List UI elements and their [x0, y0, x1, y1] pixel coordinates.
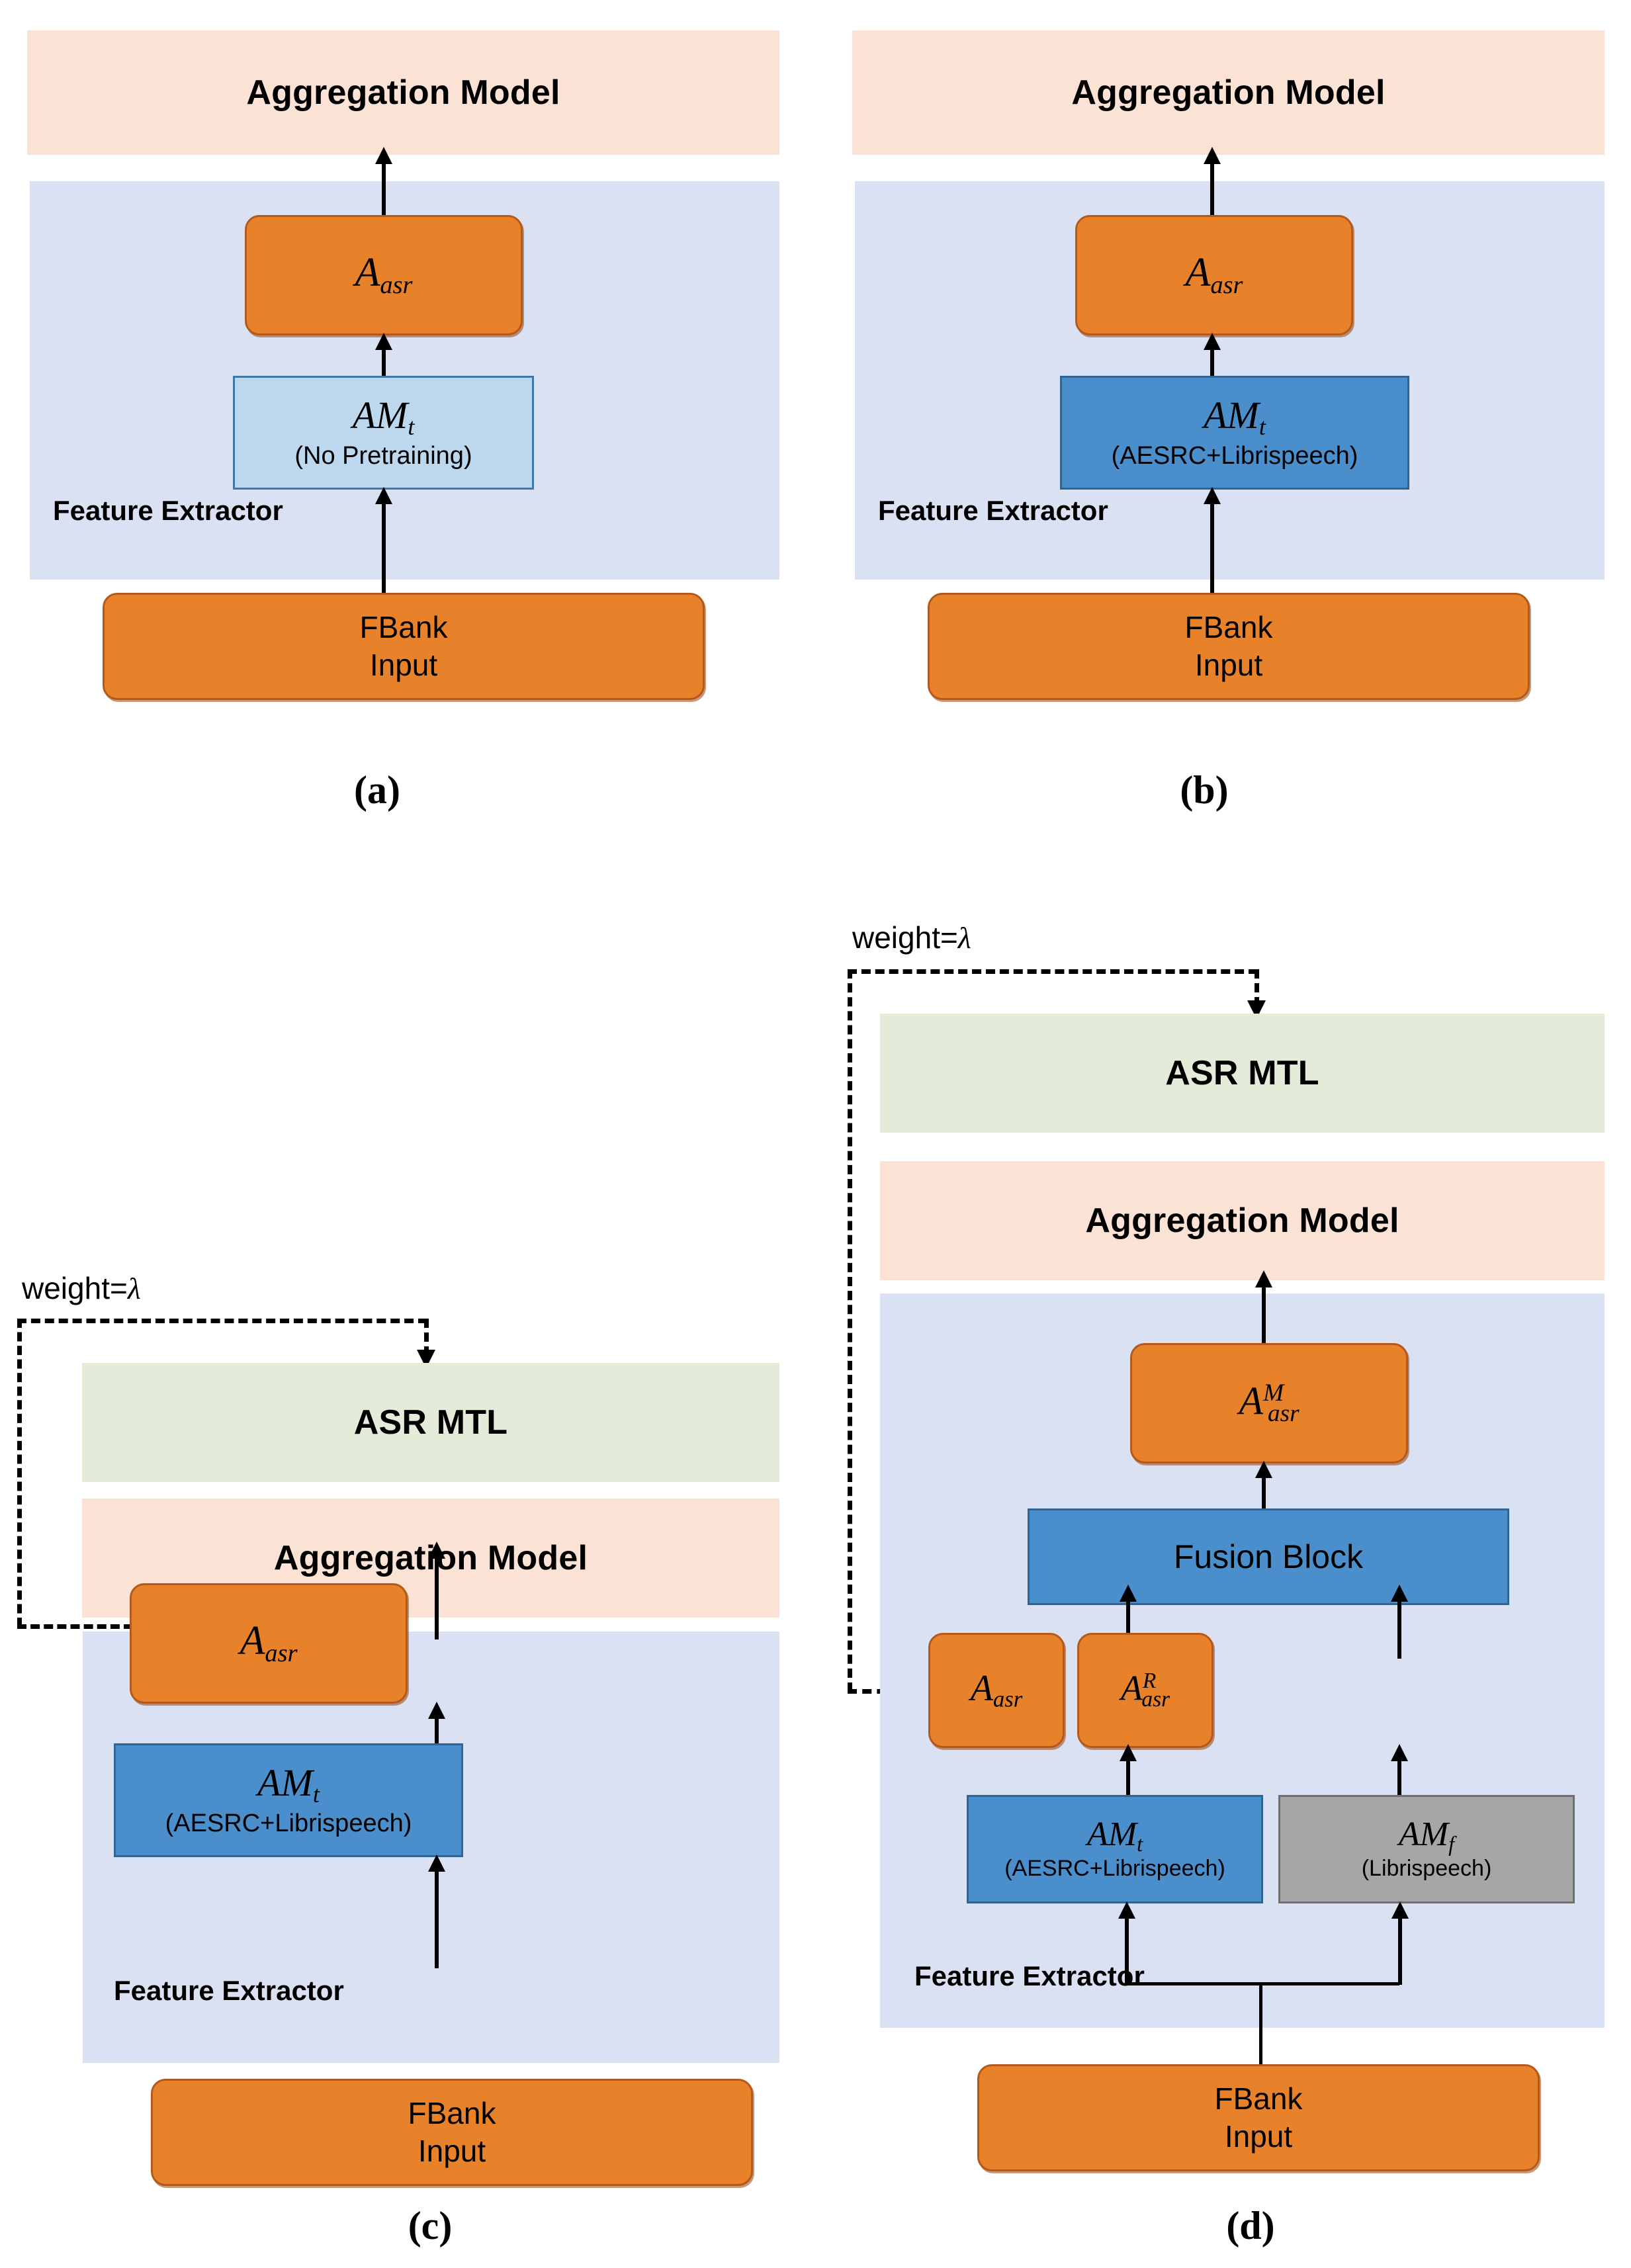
panel-d-a-asr-m-label: AMasr [1239, 1379, 1300, 1427]
panel-b-feature-extractor-label: Feature Extractor [878, 495, 1108, 526]
panel-a-fbank-line2: Input [369, 648, 438, 682]
panel-d-block-am-t: AMt (AESRC+Librispeech) [967, 1795, 1263, 1903]
panel-d-block-fusion: Fusion Block [1028, 1508, 1509, 1605]
aggregation-model-label: Aggregation Model [246, 73, 560, 112]
panel-b-arrow-aasr-to-aggregation [1199, 147, 1225, 217]
panel-d-arrow-split-left [1114, 1901, 1140, 1985]
panel-a-feature-extractor-label: Feature Extractor [53, 495, 283, 526]
panel-a-am-t-note: (No Pretraining) [294, 441, 472, 470]
aggregation-model-label: Aggregation Model [1071, 73, 1386, 112]
panel-d-feedback-top-segment [848, 969, 1258, 974]
panel-d-fusion-label: Fusion Block [1173, 1538, 1364, 1575]
panel-b-fbank-line2: Input [1194, 648, 1263, 682]
panel-c-block-am-t: AMt (AESRC+Librispeech) [114, 1743, 463, 1857]
panel-d-block-a-asr-m: AMasr [1130, 1343, 1408, 1463]
panel-b-block-am-t: AMt (AESRC+Librispeech) [1060, 376, 1409, 490]
panel-d-am-f-note: (Librispeech) [1361, 1856, 1492, 1882]
panel-c-asr-mtl-band: ASR MTL [82, 1363, 779, 1482]
panel-c-arrow-aasr-to-aggregation [423, 1542, 450, 1639]
asr-mtl-label: ASR MTL [1165, 1054, 1319, 1092]
panel-c-arrow-amt-to-aasr [423, 1702, 450, 1749]
panel-c-caption: (c) [408, 2204, 453, 2247]
panel-a-arrow-fbank-to-amt [371, 487, 397, 599]
panel-c-fbank-line1: FBank [408, 2095, 496, 2130]
panel-c-feedback-top-segment [17, 1319, 427, 1323]
panel-b-block-fbank: FBank Input [928, 593, 1530, 700]
panel-d-split-crossbar [1125, 1982, 1399, 1985]
panel-d-arrow-fusion-to-aasrm [1251, 1461, 1277, 1514]
panel-d-fbank-line2: Input [1224, 2119, 1293, 2154]
panel-b-arrow-amt-to-aasr [1199, 333, 1225, 380]
panel-d-block-a-asr-r: ARasr [1077, 1633, 1213, 1748]
panel-c-block-fbank: FBank Input [151, 2079, 753, 2186]
panel-d-caption: (d) [1226, 2204, 1275, 2247]
panel-d-arrow-amt-to-aasr [1115, 1744, 1141, 1800]
panel-d-arrow-split-right [1387, 1901, 1413, 1985]
panel-a-block-a-asr: Aasr [245, 215, 523, 335]
panel-d-feature-extractor-label: Feature Extractor [914, 1960, 1145, 1991]
panel-b-aggregation-band: Aggregation Model [852, 30, 1605, 155]
panel-c-feedback-down-segment [424, 1319, 429, 1356]
panel-b-a-asr-label: Aasr [1185, 250, 1243, 300]
panel-a-block-fbank: FBank Input [103, 593, 705, 700]
panel-a-arrow-amt-to-aasr [371, 333, 397, 380]
panel-d-arrow-aasrm-to-aggregation [1251, 1270, 1277, 1346]
panel-c-am-t-note: (AESRC+Librispeech) [165, 1809, 412, 1837]
panel-c-a-asr-label: Aasr [240, 1618, 298, 1668]
panel-b-block-a-asr: Aasr [1075, 215, 1353, 335]
panel-b-arrow-fbank-to-amt [1199, 487, 1225, 599]
panel-a-fbank-line1: FBank [359, 609, 448, 644]
panel-b-am-t-label: AMt [1204, 393, 1266, 440]
panel-b-caption: (b) [1180, 768, 1229, 812]
panel-d-block-a-asr: Aasr [928, 1633, 1065, 1748]
panel-a-caption: (a) [354, 768, 400, 812]
panel-d-am-f-label: AMf [1398, 1815, 1455, 1856]
panel-a-arrow-aasr-to-aggregation [371, 147, 397, 217]
panel-a-a-asr-label: Aasr [355, 250, 413, 300]
aggregation-model-label: Aggregation Model [1085, 1201, 1399, 1240]
panel-c-feature-extractor-label: Feature Extractor [114, 1975, 344, 2006]
panel-c-arrow-fbank-to-amt [423, 1854, 450, 1968]
panel-d-feedback-left-segment [848, 969, 852, 1692]
panel-d-arrow-aasr-to-fusion [1115, 1585, 1141, 1659]
panel-d-feedback-down-segment [1255, 969, 1259, 1006]
panel-d-arrow-amf-to-aasrr [1386, 1744, 1413, 1800]
panel-d-fbank-line1: FBank [1214, 2081, 1303, 2116]
panel-c-fbank-line2: Input [418, 2134, 486, 2168]
panel-a-aggregation-band: Aggregation Model [27, 30, 779, 155]
panel-d-split-trunk [1259, 1984, 1262, 2071]
panel-d-block-fbank: FBank Input [977, 2064, 1540, 2171]
panel-c-block-a-asr: Aasr [130, 1583, 408, 1704]
panel-d-am-t-label: AMt [1086, 1815, 1143, 1856]
asr-mtl-label: ASR MTL [353, 1403, 508, 1442]
panel-c-feedback-left-segment [17, 1319, 22, 1627]
panel-d-am-t-note: (AESRC+Librispeech) [1004, 1856, 1225, 1882]
panel-d-weight-label: weight=λ [852, 920, 971, 955]
panel-d-arrow-aasrr-to-fusion [1386, 1585, 1413, 1659]
panel-b-am-t-note: (AESRC+Librispeech) [1111, 441, 1358, 470]
panel-d-aggregation-band: Aggregation Model [880, 1161, 1605, 1280]
panel-c-weight-label: weight=λ [22, 1271, 141, 1305]
panel-c-am-t-label: AMt [257, 1761, 320, 1808]
panel-a-block-am-t: AMt (No Pretraining) [233, 376, 534, 490]
panel-d-a-asr-r-label: ARasr [1120, 1668, 1170, 1712]
panel-a-am-t-label: AMt [352, 393, 415, 440]
panel-b-fbank-line1: FBank [1184, 609, 1273, 644]
panel-c-feedback-bottom-segment [17, 1624, 133, 1629]
panel-d-a-asr-label: Aasr [970, 1667, 1023, 1712]
panel-d-block-am-f: AMf (Librispeech) [1278, 1795, 1575, 1903]
panel-d-asr-mtl-band: ASR MTL [880, 1014, 1605, 1133]
